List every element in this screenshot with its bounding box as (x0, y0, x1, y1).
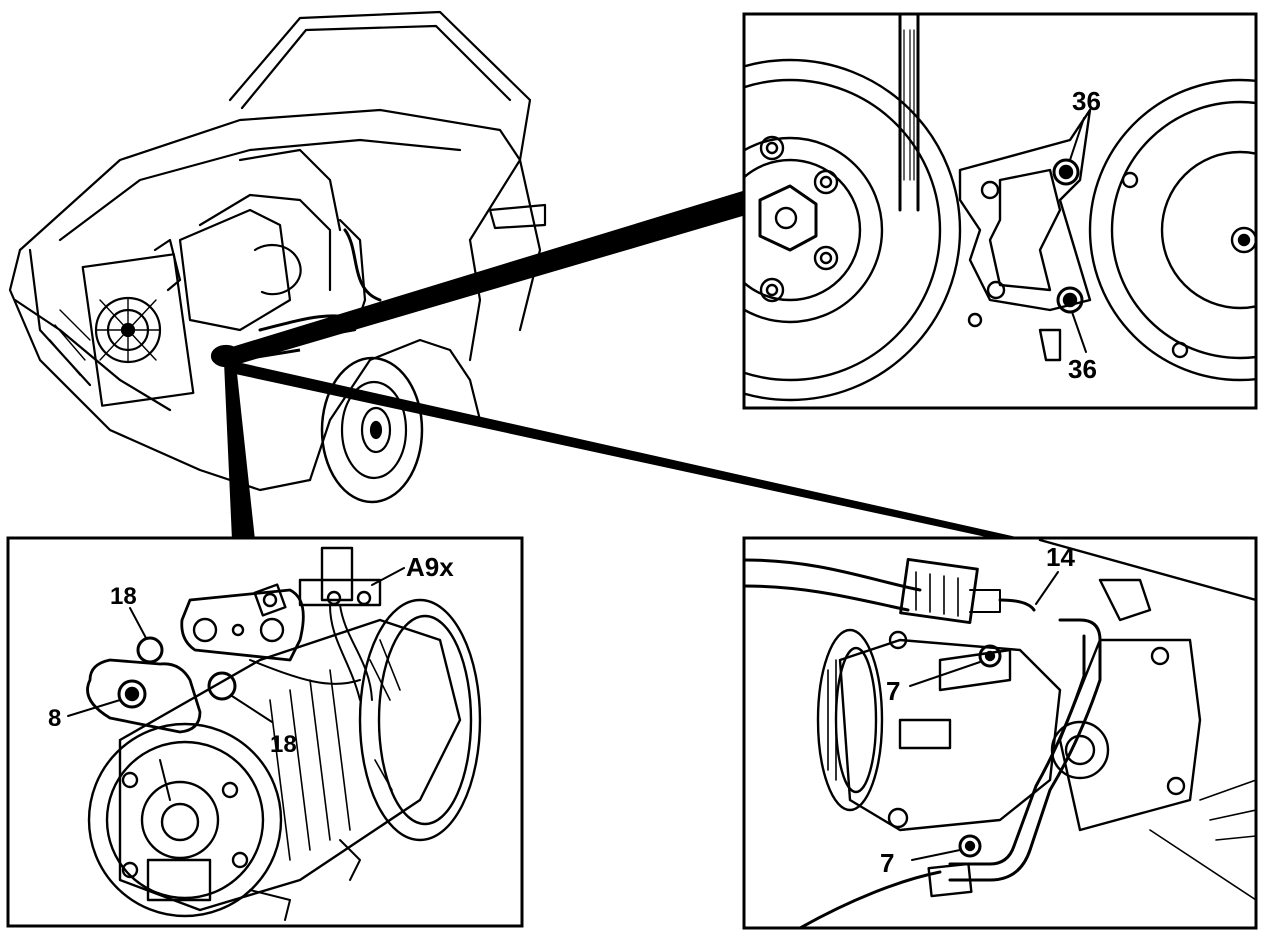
hood-outline (18, 108, 522, 252)
detail-panel-top-right: 36 36 (742, 12, 1258, 410)
label-7-lower: 7 (880, 848, 894, 878)
bolt-36-upper (1052, 158, 1080, 186)
bolt-36-lower (1056, 286, 1084, 314)
pulley-center-nut (758, 184, 818, 252)
discharge-pipe (948, 618, 1102, 882)
windshield (240, 24, 512, 110)
compressor-pulley (1088, 78, 1256, 382)
label-a9x: A9x (406, 552, 454, 582)
refrigerant-line-14 (998, 598, 1036, 612)
compressor-hotspot (210, 344, 242, 368)
label-36-upper: 36 (1072, 86, 1101, 116)
front-fascia (8, 248, 312, 492)
detail-panel-bottom-right: 14 7 7 (742, 536, 1258, 930)
a-pillar (518, 158, 542, 332)
leader-beam-bottom-right (226, 360, 1030, 540)
label-8: 8 (48, 705, 61, 732)
fender (308, 338, 482, 482)
label-18-lower: 18 (270, 731, 297, 758)
nut-8 (117, 679, 147, 709)
compressor-body-installed (838, 638, 1062, 832)
engine-block (178, 208, 292, 332)
label-18-upper: 18 (110, 583, 137, 610)
label-14: 14 (1046, 542, 1075, 572)
side-mirror (488, 203, 547, 230)
cover-plate (86, 658, 202, 734)
radiator (81, 253, 195, 407)
bolt-7-upper (978, 644, 1002, 668)
label-36-lower: 36 (1068, 354, 1097, 384)
front-wheel (320, 356, 424, 504)
crank-pulley (744, 58, 962, 402)
vehicle-roof (228, 10, 532, 162)
leader-beam-bottom-left (224, 362, 255, 540)
connection-flange (180, 588, 305, 662)
leader-beam-top-right (222, 190, 746, 366)
seal-ring-18-lower (207, 671, 237, 701)
suction-hose (744, 558, 922, 592)
bolt-7-lower (958, 834, 982, 858)
label-7-upper: 7 (886, 676, 900, 706)
vehicle-overview (8, 10, 547, 504)
leader-beams (222, 190, 1030, 540)
drive-belt (898, 14, 920, 212)
detail-panel-bottom-left: A9x 18 18 8 (6, 536, 524, 928)
compressor-clutch (87, 722, 283, 918)
